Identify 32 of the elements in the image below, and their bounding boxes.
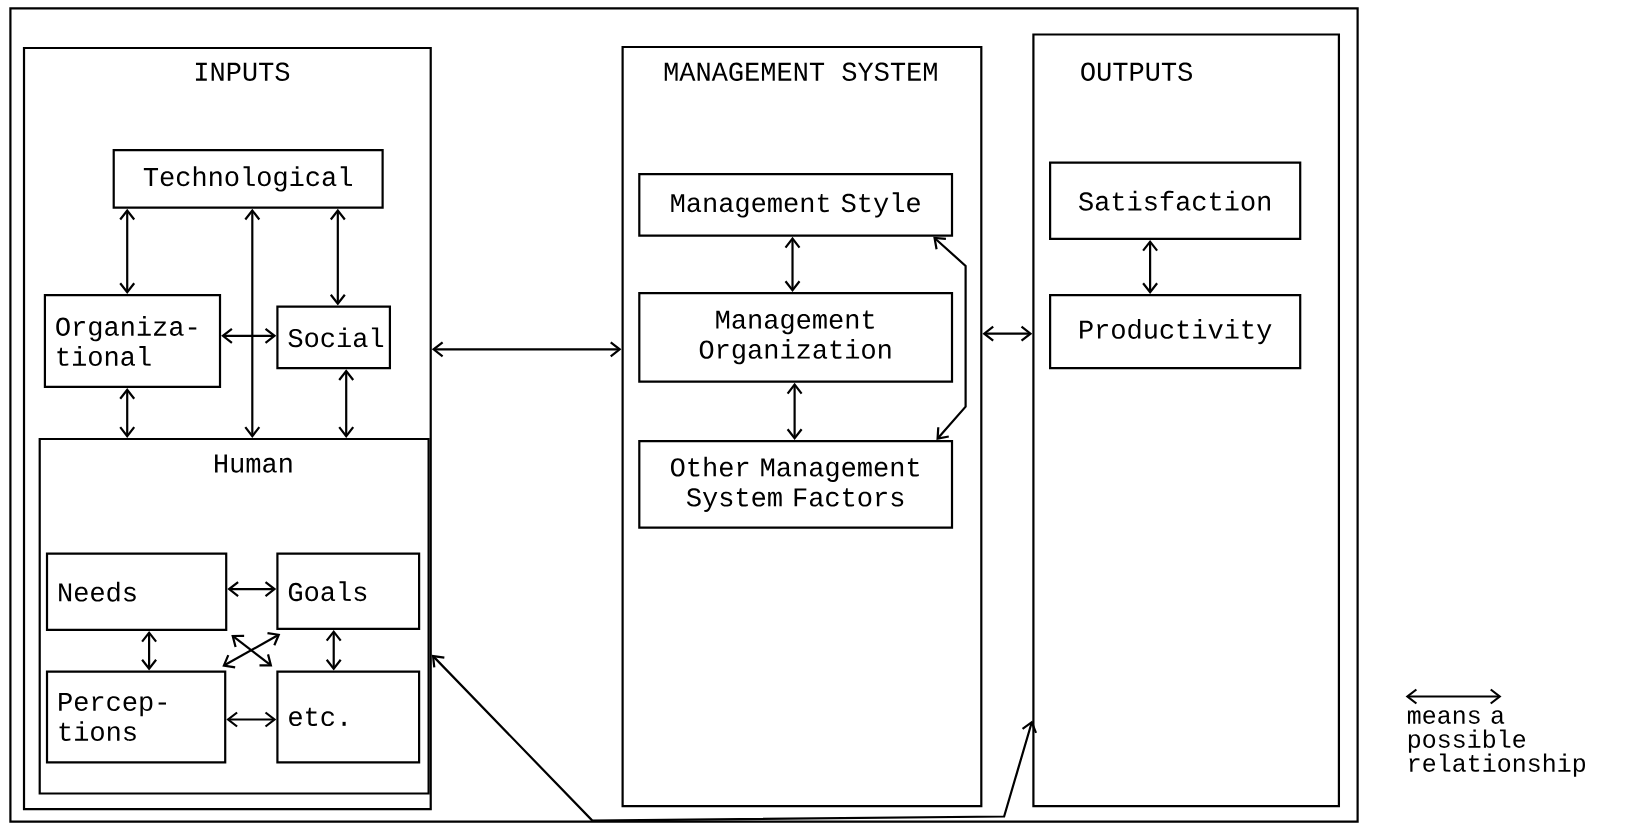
arrow bbox=[226, 711, 277, 728]
process-box: Technological bbox=[112, 149, 384, 209]
arrow bbox=[338, 369, 355, 438]
arrow bbox=[222, 632, 281, 669]
process-box: Needs bbox=[45, 552, 228, 631]
process-box: Other Management System Factors bbox=[638, 440, 954, 529]
process-box: Management Organization bbox=[638, 292, 954, 383]
process-box: etc. bbox=[276, 670, 421, 764]
process-box: Goals bbox=[276, 552, 421, 630]
process-box: Satisfaction bbox=[1049, 161, 1302, 240]
arrow bbox=[119, 388, 136, 438]
legend-text: means a possible relationship bbox=[1407, 710, 1585, 777]
arrow bbox=[141, 630, 157, 671]
arrow bbox=[329, 208, 346, 306]
arrow bbox=[227, 581, 277, 597]
process-box: Management Style bbox=[638, 173, 954, 237]
arrow bbox=[431, 654, 1037, 822]
arrow bbox=[119, 208, 136, 294]
process-box: Social bbox=[276, 305, 391, 370]
arrow bbox=[982, 325, 1033, 342]
arrow bbox=[786, 382, 803, 440]
arrow bbox=[244, 208, 261, 438]
process-box: Percep- tions bbox=[45, 670, 227, 764]
arrow bbox=[431, 341, 622, 358]
arrow bbox=[784, 236, 801, 292]
arrow bbox=[231, 634, 273, 667]
arrow bbox=[933, 236, 967, 440]
process-box: Organiza- tional bbox=[43, 294, 222, 388]
arrow bbox=[325, 629, 342, 671]
arrow bbox=[221, 327, 277, 344]
process-box: Productivity bbox=[1049, 294, 1302, 370]
arrow bbox=[1142, 239, 1158, 294]
